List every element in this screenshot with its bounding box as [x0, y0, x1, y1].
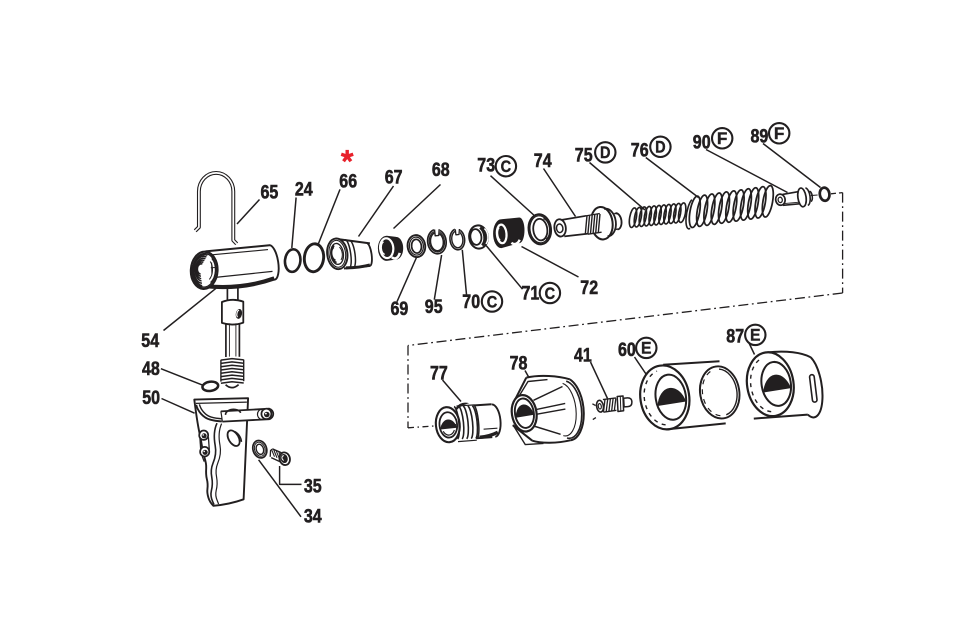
- svg-text:90: 90: [693, 131, 711, 153]
- svg-text:54: 54: [141, 330, 159, 352]
- svg-text:D: D: [655, 138, 666, 157]
- svg-text:60: 60: [618, 339, 636, 361]
- svg-text:78: 78: [510, 353, 528, 375]
- svg-text:89: 89: [751, 125, 769, 147]
- svg-text:24: 24: [295, 179, 313, 201]
- svg-text:71: 71: [522, 283, 540, 305]
- svg-text:67: 67: [385, 166, 403, 188]
- svg-text:68: 68: [432, 159, 450, 181]
- svg-text:48: 48: [142, 358, 160, 380]
- svg-text:C: C: [501, 157, 512, 176]
- svg-text:76: 76: [631, 139, 649, 161]
- svg-text:50: 50: [142, 387, 160, 409]
- svg-text:87: 87: [726, 326, 744, 348]
- svg-text:C: C: [487, 292, 498, 311]
- svg-text:72: 72: [580, 277, 598, 299]
- svg-text:65: 65: [261, 181, 279, 203]
- svg-text:70: 70: [462, 291, 480, 313]
- svg-text:D: D: [600, 143, 611, 162]
- svg-text:F: F: [717, 129, 728, 148]
- svg-text:C: C: [545, 284, 556, 303]
- svg-text:95: 95: [425, 296, 443, 318]
- svg-text:41: 41: [574, 345, 592, 367]
- svg-text:E: E: [750, 326, 761, 345]
- svg-text:75: 75: [575, 144, 593, 166]
- svg-text:69: 69: [391, 298, 409, 320]
- svg-text:74: 74: [534, 150, 552, 172]
- svg-text:E: E: [641, 339, 652, 358]
- svg-text:73: 73: [477, 154, 495, 176]
- svg-text:34: 34: [304, 506, 322, 528]
- svg-text:F: F: [774, 124, 785, 143]
- svg-text:35: 35: [304, 476, 322, 498]
- svg-text:77: 77: [430, 363, 448, 385]
- svg-text:66: 66: [339, 171, 357, 193]
